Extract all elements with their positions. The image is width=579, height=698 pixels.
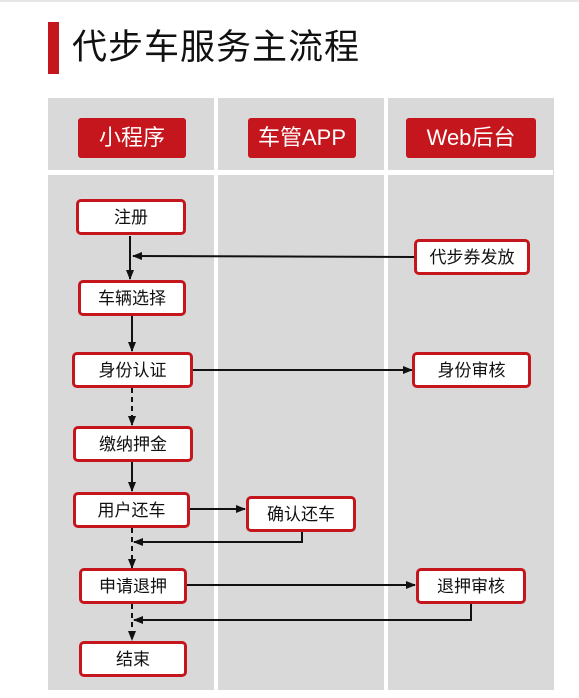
edge-confirm-to-flow xyxy=(133,532,303,546)
top-border xyxy=(0,0,579,2)
lane-header-mini-program: 小程序 xyxy=(78,118,186,158)
node-identity-review: 身份审核 xyxy=(412,352,531,388)
lane-header-car-app: 车管APP xyxy=(248,118,356,158)
node-identity-auth: 身份认证 xyxy=(72,352,193,388)
node-refund-review: 退押审核 xyxy=(416,568,526,604)
node-confirm-return: 确认还车 xyxy=(246,496,356,532)
node-user-return: 用户还车 xyxy=(73,492,190,528)
node-car-select: 车辆选择 xyxy=(78,280,186,316)
node-refund-request: 申请退押 xyxy=(79,568,187,604)
lane-header-web-admin: Web后台 xyxy=(406,118,536,158)
node-end: 结束 xyxy=(79,641,187,677)
title-accent-bar xyxy=(48,22,59,74)
node-register: 注册 xyxy=(76,199,186,235)
edge-refund-review-to-flow xyxy=(133,603,472,624)
page-title: 代步车服务主流程 xyxy=(72,28,361,67)
edge-voucher-to-flow xyxy=(132,252,415,261)
header-divider xyxy=(48,170,553,175)
node-voucher: 代步券发放 xyxy=(414,239,530,275)
lane-car-app xyxy=(218,98,384,690)
node-deposit: 缴纳押金 xyxy=(73,426,193,462)
